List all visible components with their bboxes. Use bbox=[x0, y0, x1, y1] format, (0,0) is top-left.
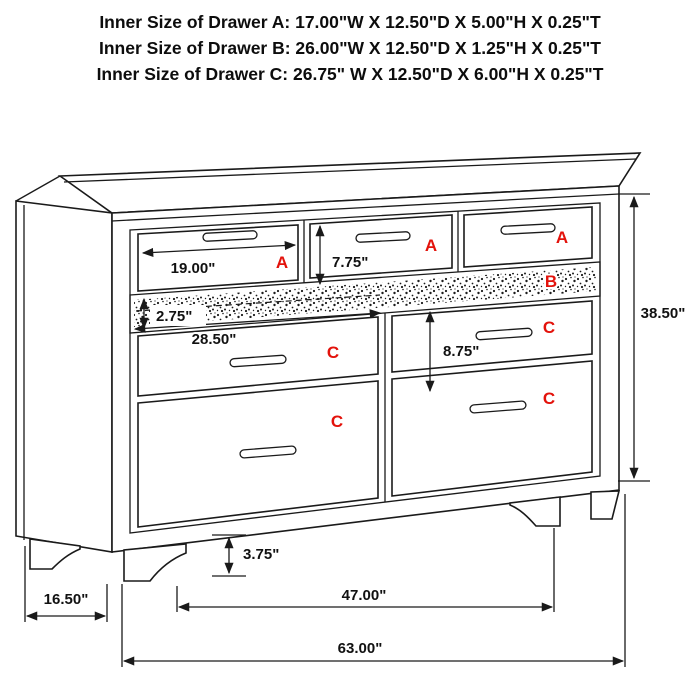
dim-label-overall-height: 38.50" bbox=[641, 305, 686, 322]
drawer-handle-icon bbox=[202, 230, 258, 242]
dim-drawer-c-width: 28.50" bbox=[133, 309, 382, 350]
front-right-leg bbox=[509, 496, 561, 527]
dim-leg-height: 3.75" bbox=[212, 534, 281, 577]
drawer-spec-text: Inner Size of Drawer A: 17.00"W X 12.50"… bbox=[0, 9, 700, 87]
dim-drawer-a-width: 19.00" bbox=[141, 240, 297, 279]
dresser-legs bbox=[29, 490, 621, 582]
drawer-a2-front bbox=[309, 214, 453, 279]
front-inner-frame bbox=[129, 202, 601, 534]
dim-label-side-depth: 16.50" bbox=[44, 591, 89, 608]
dim-label-drawer-b-height: 2.75" bbox=[156, 308, 192, 325]
front-left-leg bbox=[123, 543, 187, 582]
label-drawer-a3: A bbox=[556, 228, 568, 247]
drawer-b-front bbox=[129, 261, 601, 334]
dim-label-leg-height: 3.75" bbox=[243, 546, 279, 563]
spec-line-drawer-a: Inner Size of Drawer A: 17.00"W X 12.50"… bbox=[99, 12, 601, 32]
dim-label-backplate bbox=[150, 305, 206, 326]
label-drawer-b: B bbox=[545, 272, 557, 291]
drawer-handle-icon bbox=[475, 327, 533, 341]
drawer-c3-front bbox=[391, 300, 593, 373]
top-back-thickness-line bbox=[63, 158, 637, 183]
drawer-c2-front bbox=[137, 380, 379, 528]
dim-label-drawer-c-height: 8.75" bbox=[443, 343, 479, 360]
drawer-handle-icon bbox=[229, 354, 287, 368]
label-drawer-c3: C bbox=[543, 318, 555, 337]
drawer-fronts bbox=[137, 206, 593, 528]
dim-overall-width: 63.00" bbox=[121, 494, 626, 667]
drawer-c4-front bbox=[391, 360, 593, 497]
label-drawer-c2: C bbox=[331, 412, 343, 431]
left-side-panel bbox=[15, 200, 113, 553]
dim-label-overall-width: 63.00" bbox=[338, 640, 383, 657]
dim-side-depth: 16.50" bbox=[24, 546, 108, 622]
dim-label-drawer-c-width: 28.50" bbox=[192, 331, 237, 348]
drawer-handles bbox=[202, 223, 556, 459]
label-drawer-c1: C bbox=[327, 343, 339, 362]
drawer-handle-icon bbox=[500, 223, 556, 235]
dim-label-drawer-a-height: 7.75" bbox=[332, 254, 368, 271]
dim-leg-span: 47.00" bbox=[176, 528, 555, 612]
drawer-handle-icon bbox=[469, 400, 527, 414]
dimension-annotations: 19.00" 7.75" 28.50" 2.75" 8.75" bbox=[24, 193, 687, 667]
back-right-leg bbox=[590, 490, 621, 520]
dim-drawer-c-height: 8.75" bbox=[425, 310, 481, 393]
back-left-leg bbox=[29, 538, 81, 570]
top-front-lip-line bbox=[111, 193, 620, 222]
dim-label-drawer-a-width: 19.00" bbox=[171, 260, 216, 277]
drawer-letter-labels: A A A B C C C C bbox=[274, 226, 570, 433]
drawer-a3-front bbox=[463, 206, 593, 268]
label-drawer-a2: A bbox=[425, 236, 437, 255]
label-drawer-a1: A bbox=[276, 253, 288, 272]
dim-drawer-b-height: 2.75" bbox=[139, 297, 206, 330]
top-left-edge-line bbox=[15, 175, 61, 202]
dim-label-leg-span: 47.00" bbox=[342, 587, 387, 604]
drawer-a1-front bbox=[137, 224, 299, 292]
label-drawer-c4: C bbox=[543, 389, 555, 408]
dim-drawer-a-height: 7.75" bbox=[315, 224, 370, 286]
drawer-handle-icon bbox=[239, 445, 297, 459]
dim-overall-height: 38.50" bbox=[618, 193, 687, 482]
drawer-handle-icon bbox=[355, 231, 411, 243]
spec-line-drawer-b: Inner Size of Drawer B: 26.00"W X 12.50"… bbox=[99, 38, 601, 58]
spec-line-drawer-c: Inner Size of Drawer C: 26.75" W X 12.50… bbox=[96, 64, 604, 84]
